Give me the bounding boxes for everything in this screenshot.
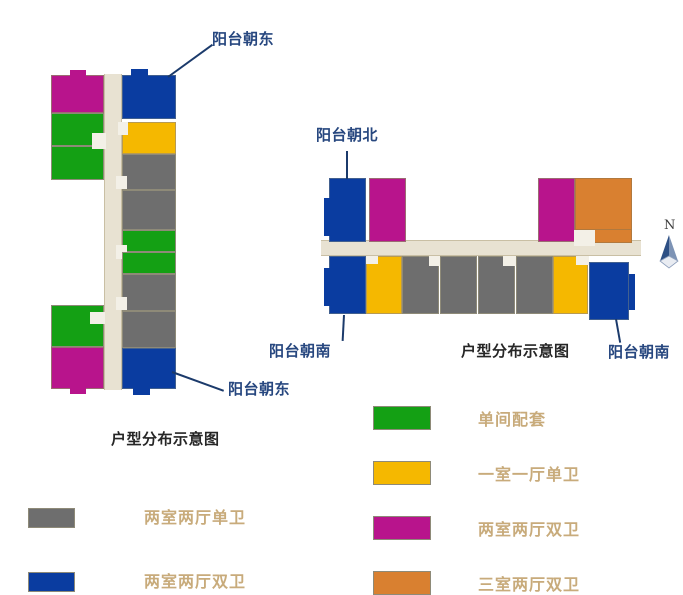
legend-swatch-5: [373, 571, 431, 595]
right-unit-n4-entry-notch: [574, 230, 595, 246]
right-unit-s7: [553, 256, 588, 314]
left-unit-w1-balcony: [70, 70, 86, 76]
left-unit-w4-entry-notch: [90, 312, 105, 324]
right-unit-s7-entry-notch: [576, 256, 589, 265]
left-unit-e8: [122, 311, 176, 348]
left-unit-e3: [122, 154, 176, 190]
left-unit-w5: [51, 347, 104, 389]
right-unit-s1: [329, 256, 366, 314]
left-unit-w3: [51, 146, 104, 180]
left-bottom-leader-line: [171, 371, 225, 392]
left-unit-e5: [122, 230, 176, 252]
compass-rose: N: [658, 218, 682, 270]
right-unit-s3-entry-notch: [429, 256, 446, 266]
caption-left-building: 户型分布示意图: [111, 430, 220, 448]
left-unit-e6: [122, 252, 176, 274]
annotation-right-bottom-left: 阳台朝南: [269, 342, 332, 360]
right-unit-s2-entry-notch: [366, 256, 378, 264]
legend-label-4: 两室两厅双卫: [478, 520, 581, 539]
right-top-leader-line: [346, 151, 348, 179]
left-unit-w1: [51, 75, 104, 113]
left-unit-e7: [122, 274, 176, 311]
left-unit-e9: [122, 348, 176, 389]
legend-swatch-0: [28, 508, 75, 528]
legend-label-3: 一室一厅单卫: [478, 465, 581, 484]
right-bottom-left-leader-line: [341, 314, 345, 342]
left-building-corridor: [104, 74, 122, 390]
left-unit-e1-balcony: [131, 69, 148, 76]
left-unit-e5-entry-notch: [116, 245, 127, 259]
right-unit-n3: [538, 178, 575, 242]
annotation-right-bottom-right: 阳台朝南: [608, 343, 671, 361]
left-unit-e1: [122, 75, 176, 119]
compass-north-label: N: [664, 218, 676, 233]
legend-swatch-2: [373, 406, 431, 430]
right-unit-n4: [575, 178, 632, 230]
right-unit-s4: [440, 256, 477, 314]
annotation-left-bottom: 阳台朝东: [228, 380, 291, 398]
legend-label-5: 三室两厅双卫: [478, 575, 581, 594]
right-unit-s2-upper: [377, 256, 402, 264]
left-unit-w2-entry-notch: [92, 133, 106, 149]
legend-swatch-4: [373, 516, 431, 540]
legend-label-2: 单间配套: [478, 410, 547, 429]
right-unit-s5-entry-notch: [503, 256, 520, 266]
right-unit-n4-lower: [594, 230, 632, 243]
left-unit-e3-entry-notch: [116, 176, 127, 189]
left-unit-e4: [122, 190, 176, 230]
right-building-corridor: [321, 240, 641, 256]
legend-label-0: 两室两厅单卫: [144, 508, 247, 527]
right-unit-n1-balcony: [324, 198, 330, 236]
legend-swatch-1: [28, 572, 75, 592]
annotation-left-top: 阳台朝东: [212, 30, 275, 48]
annotation-right-top: 阳台朝北: [316, 126, 379, 144]
left-unit-e7-entry-notch: [116, 297, 127, 310]
right-unit-s8: [589, 262, 629, 320]
compass-needle-icon: [659, 235, 679, 269]
left-unit-e2-entry-notch: [118, 122, 128, 135]
left-unit-e2: [122, 122, 176, 154]
caption-right-building: 户型分布示意图: [461, 342, 570, 360]
left-unit-w5-balcony: [70, 388, 86, 394]
left-unit-e9-balcony: [133, 388, 150, 395]
right-unit-n1: [329, 178, 366, 242]
right-unit-s2: [366, 263, 402, 314]
legend-swatch-3: [373, 461, 431, 485]
right-unit-s8-balcony: [629, 274, 635, 310]
right-unit-s1-balcony: [324, 268, 330, 306]
right-unit-s6: [516, 256, 553, 314]
left-top-leader-line: [167, 43, 214, 78]
right-bottom-right-leader-line: [615, 318, 622, 343]
legend-label-1: 两室两厅双卫: [144, 572, 247, 591]
right-unit-n2: [369, 178, 406, 242]
